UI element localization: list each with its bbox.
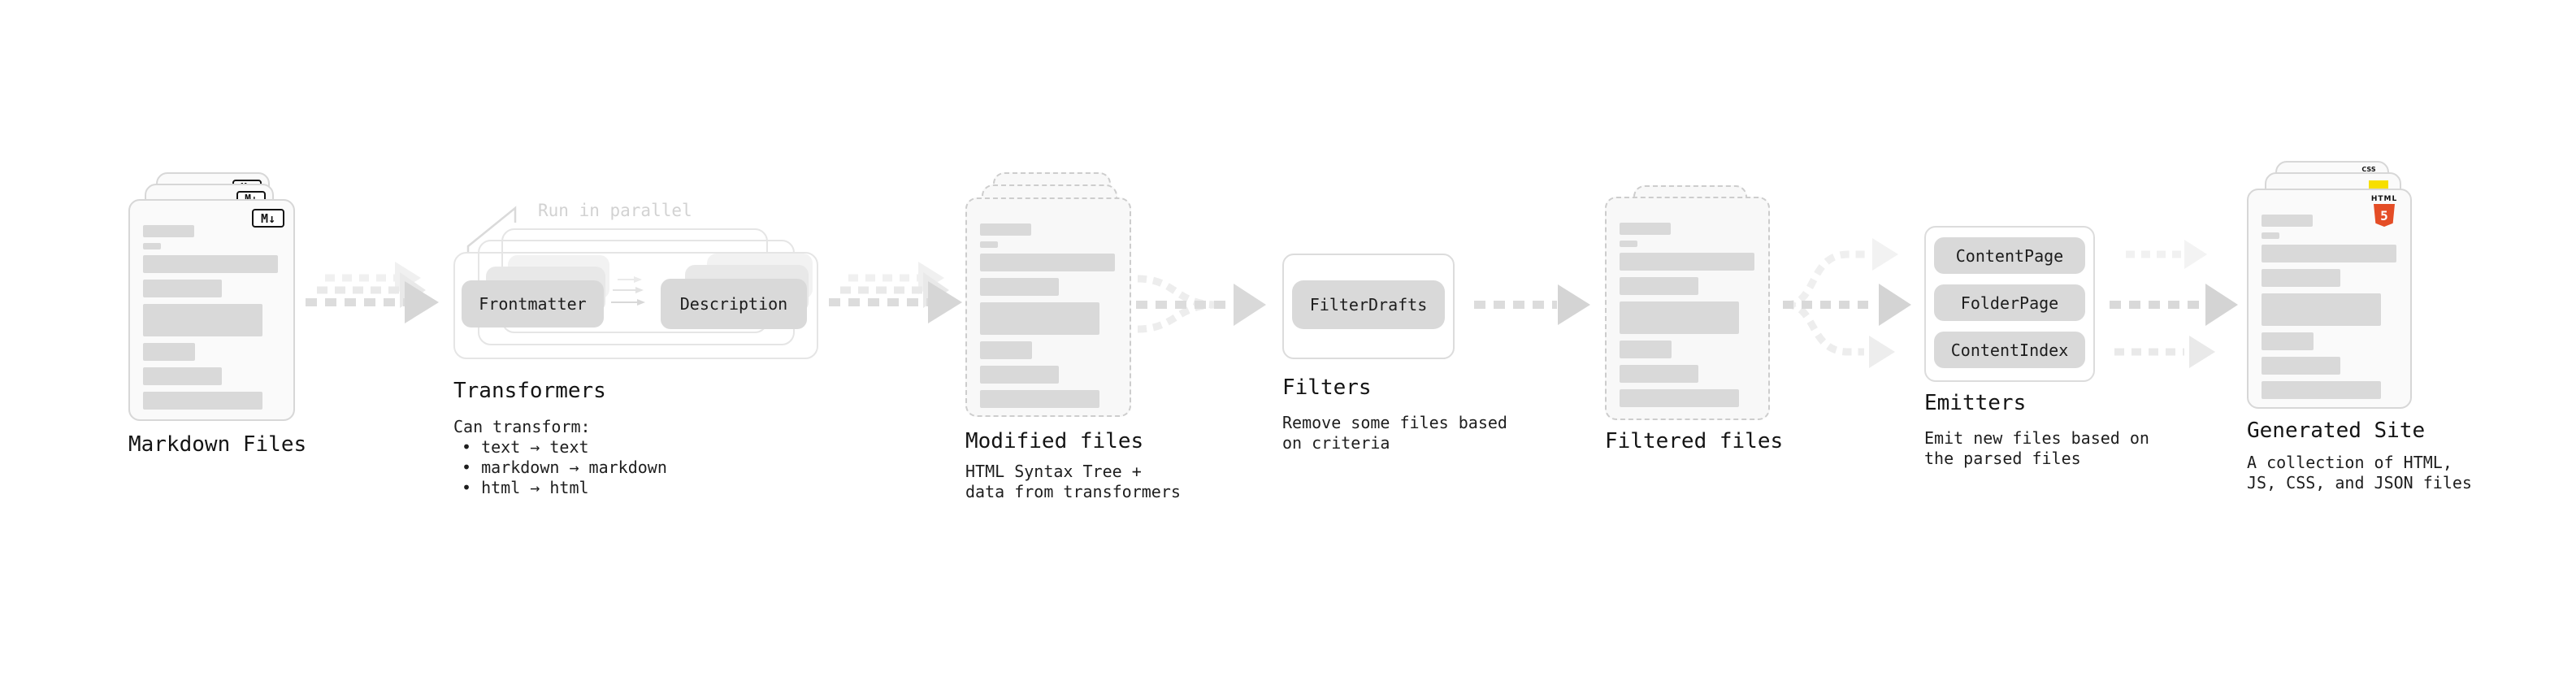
skeleton-bar xyxy=(980,278,1059,296)
html5-icon-number: 5 xyxy=(2380,207,2388,223)
skeleton-bar xyxy=(143,392,262,410)
frontmatter-button: Frontmatter xyxy=(462,280,604,327)
markdown-files-title: Markdown Files xyxy=(128,432,307,457)
skeleton-bar xyxy=(980,223,1031,236)
skeleton-bar xyxy=(2262,381,2381,399)
html-file-card: HTML 5 xyxy=(2247,189,2412,409)
skeleton-bar xyxy=(143,243,161,249)
arrow-transformers-to-modified-icon xyxy=(829,262,962,323)
skeleton-bar xyxy=(2262,332,2314,350)
filtered-files-title: Filtered files xyxy=(1605,429,1784,453)
arrow-markdown-to-transformers-icon xyxy=(306,262,439,323)
modified-files-title: Modified files xyxy=(965,429,1144,453)
arrow-emitters-to-generated-icon xyxy=(2110,240,2238,368)
arrow-filters-to-filtered-icon xyxy=(1474,284,1590,325)
filters-notes: Remove some files based on criteria xyxy=(1282,413,1507,453)
note-line: Can transform: xyxy=(453,417,591,436)
stage-markdown-files: M↓ M↓ M↓ xyxy=(128,172,323,421)
html5-icon-label: HTML xyxy=(2370,195,2398,203)
note-line: on criteria xyxy=(1282,433,1390,453)
skeleton-bar xyxy=(1620,340,1672,358)
generated-site-title: Generated Site xyxy=(2247,419,2426,443)
arrow-filtered-to-emitters-icon xyxy=(1783,238,1911,368)
filters-title: Filters xyxy=(1282,375,1372,400)
run-in-parallel-label: Run in parallel xyxy=(538,201,692,220)
note-line: JS, CSS, and JSON files xyxy=(2247,473,2472,492)
skeleton-bar xyxy=(1620,365,1698,383)
filter-drafts-button: FilterDrafts xyxy=(1292,280,1445,329)
emitters-notes: Emit new files based on the parsed files xyxy=(1924,428,2149,469)
content-page-button: ContentPage xyxy=(1934,237,2085,274)
skeleton-bar xyxy=(2262,232,2279,239)
note-line: A collection of HTML, xyxy=(2247,453,2452,472)
skeleton-bar xyxy=(980,254,1115,271)
skeleton-bar xyxy=(1620,277,1698,295)
note-line: • markdown → markdown xyxy=(462,458,667,477)
stage-modified-files xyxy=(965,172,1160,421)
skeleton-bar xyxy=(980,302,1099,335)
skeleton-bar xyxy=(2262,245,2396,262)
skeleton-bar xyxy=(2262,269,2340,287)
html5-icon-shield: 5 xyxy=(2374,204,2395,227)
markdown-icon: M↓ xyxy=(252,209,284,228)
skeleton-bar xyxy=(980,366,1059,384)
generated-site-notes: A collection of HTML, JS, CSS, and JSON … xyxy=(2247,453,2472,493)
html5-icon: HTML 5 xyxy=(2366,195,2402,227)
skeleton-bar xyxy=(1620,389,1739,407)
transformers-notes: Can transform: • text → text • markdown … xyxy=(453,417,667,498)
transformer-panel-front xyxy=(453,252,818,359)
note-line: • html → html xyxy=(462,478,589,497)
skeleton-bar xyxy=(143,280,222,297)
skeleton-bar xyxy=(143,367,222,385)
transformers-title: Transformers xyxy=(453,379,606,403)
skeleton-bar xyxy=(143,304,262,336)
run-in-parallel-callout-line xyxy=(466,206,517,254)
skeleton-bar xyxy=(980,390,1099,408)
skeleton-bar xyxy=(980,341,1032,359)
skeleton-bar xyxy=(980,241,998,248)
emitters-title: Emitters xyxy=(1924,391,2027,415)
folder-page-button: FolderPage xyxy=(1934,284,2085,321)
modified-file-card-front xyxy=(965,197,1131,417)
skeleton-bar xyxy=(1620,253,1754,271)
note-line: HTML Syntax Tree + xyxy=(965,462,1142,481)
note-line: • text → text xyxy=(462,437,589,457)
markdown-file-card-front: M↓ xyxy=(128,199,295,421)
skeleton-bar xyxy=(2262,215,2313,227)
note-line: Emit new files based on xyxy=(1924,428,2149,448)
skeleton-bar xyxy=(2262,357,2340,375)
arrow-modified-to-filters-icon xyxy=(1136,275,1266,333)
note-line: the parsed files xyxy=(1924,449,2081,468)
content-index-button: ContentIndex xyxy=(1934,332,2085,368)
skeleton-bar xyxy=(1620,241,1637,247)
note-line: data from transformers xyxy=(965,482,1181,501)
skeleton-bar xyxy=(2262,293,2381,326)
note-line: Remove some files based xyxy=(1282,413,1507,432)
skeleton-bar xyxy=(1620,223,1671,235)
transform-mini-arrows-icon xyxy=(611,276,645,306)
filtered-file-card-front xyxy=(1605,197,1770,420)
stage-generated-site: CSS HTML 5 xyxy=(2247,161,2442,410)
css-icon-label: CSS xyxy=(2361,166,2376,173)
skeleton-bar xyxy=(143,225,194,237)
modified-files-notes: HTML Syntax Tree + data from transformer… xyxy=(965,462,1181,502)
description-button: Description xyxy=(661,279,807,329)
stage-filtered-files xyxy=(1605,185,1800,434)
skeleton-bar xyxy=(1620,301,1739,334)
skeleton-bar xyxy=(143,255,278,273)
skeleton-bar xyxy=(143,343,195,361)
